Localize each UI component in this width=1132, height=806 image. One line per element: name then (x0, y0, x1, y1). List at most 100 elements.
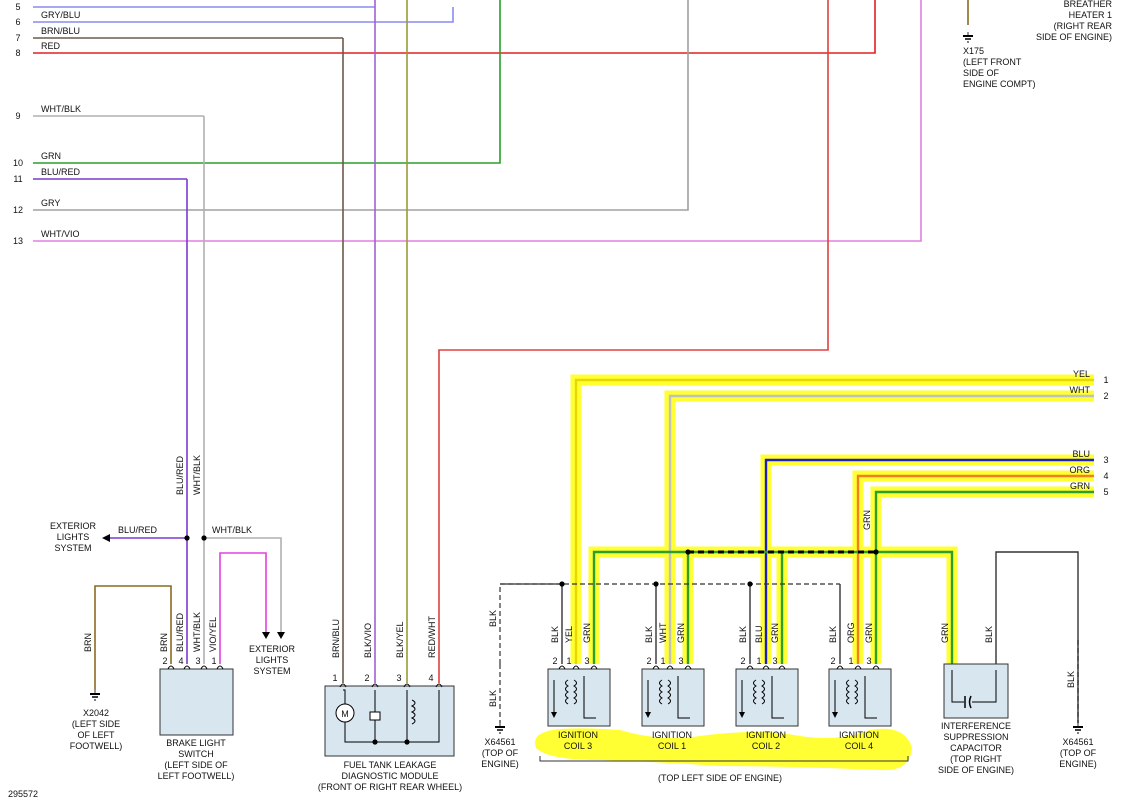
fuel-valve-symbol (369, 711, 381, 721)
text-layer: 56GRY/BLU7BRN/BLU8RED9WHT/BLK10GRN11BLU/… (8, 0, 1112, 799)
hl-yel-circuit (570, 374, 1094, 664)
coil-2-pin-stub-1 (666, 665, 674, 670)
capacitor-label-line-4: SIDE OF ENGINE) (938, 765, 1014, 775)
ext-lights-left-label-line-2: SYSTEM (54, 543, 91, 553)
ground-x2042-label-line-2: OF LEFT (77, 730, 115, 740)
coil-4-pin-stub-0 (836, 665, 844, 670)
coil-4-arrow (832, 712, 838, 718)
coil-3-secondary (761, 679, 765, 705)
ext-lights-arrow-left (102, 534, 110, 542)
coil-2-secondary (667, 679, 671, 705)
ext-lights-left-label-line-1: LIGHTS (57, 532, 90, 542)
coil-4-label-1: IGNITION (839, 730, 879, 740)
capacitor-label-line-3: (TOP RIGHT (950, 754, 1002, 764)
brake-pin-2: 2 (162, 656, 167, 666)
left-pin-num-6: 6 (15, 17, 20, 27)
right-pin-num-1: 1 (1103, 375, 1108, 385)
fuel-pin-4: 4 (428, 673, 433, 683)
ext-lights-arrow-1 (262, 632, 270, 639)
vlabel-wht-blk-upper: WHT/BLK (192, 455, 202, 495)
coil-2-label-1: IGNITION (652, 730, 692, 740)
vlabel-blu-red-upper: BLU/RED (175, 455, 185, 495)
vlabel-cap-grn: GRN (940, 623, 950, 643)
heater-label-line-0: BREATHER (1064, 0, 1113, 9)
right-pin-num-4: 4 (1103, 471, 1108, 481)
right-pin-num-5: 5 (1103, 487, 1108, 497)
vlabel-brn-blu: BRN/BLU (331, 619, 341, 658)
vlabel-blk-ground1-a: BLK (488, 610, 498, 627)
hl-coil-labels (535, 728, 912, 771)
wire-wht-blk-to-ext (204, 537, 282, 632)
ignition-coil-3-body (735, 668, 799, 727)
engine-bracket (539, 756, 909, 762)
left-pin-num-13: 13 (13, 236, 23, 246)
vlabel-blk-yel: BLK/YEL (395, 621, 405, 658)
vlabel-wht-blk-pin: WHT/BLK (192, 612, 202, 652)
left-pin-num-5: 5 (15, 2, 20, 12)
coil-2-pin-stub-0 (652, 665, 660, 670)
ext-lights-left-label-line-0: EXTERIOR (50, 521, 97, 531)
ext-lights-right-label-line-2: SYSTEM (253, 666, 290, 676)
vlabel-blk-ground1-b: BLK (488, 690, 498, 707)
wire-label-pin-12: GRY (41, 198, 60, 208)
left-pin-num-7: 7 (15, 33, 20, 43)
ground-x175-label-line-0: X175 (963, 46, 984, 56)
vlabel-coil2-grn: GRN (770, 623, 780, 643)
fuel-pin-stub-4 (435, 683, 443, 688)
splice-blk-2 (747, 581, 753, 587)
coil-3-pin-0: 2 (740, 656, 745, 666)
ground-x175-label-line-2: SIDE OF (963, 68, 1000, 78)
wire-label-pin-9: WHT/BLK (41, 104, 81, 114)
ground-x2042-label-line-0: X2042 (83, 708, 109, 718)
wire-label-pin-8: RED (41, 41, 61, 51)
vlabel-coil2-blk: BLK (738, 626, 748, 643)
coil-1-arrow (551, 712, 557, 718)
fuel-module-label-line-1: DIAGNOSTIC MODULE (341, 771, 438, 781)
right-wire-label-1: YEL (1073, 369, 1090, 379)
wire-grn-bus (592, 550, 954, 664)
fuel-module-label-line-0: FUEL TANK LEAKAGE (344, 760, 437, 770)
vlabel-coil1-wht: WHT (658, 622, 668, 643)
wire-right-wht (668, 394, 1094, 664)
coil-2-pin-stub-2 (684, 665, 692, 670)
ext-lights-right-label-line-1: LIGHTS (256, 655, 289, 665)
splice-blk-0 (559, 581, 565, 587)
figure-number: 295572 (8, 789, 38, 799)
wire-label-pin-13: WHT/VIO (41, 229, 80, 239)
vlabel-coil1-blk: BLK (644, 626, 654, 643)
coil-1-return (583, 676, 596, 719)
wire-pin-12 (33, 0, 689, 211)
coil-1-pin-stub-2 (590, 665, 598, 670)
fuel-pin-stub-2 (371, 683, 379, 688)
right-pin-num-3: 3 (1103, 455, 1108, 465)
brake-pin-stub-2 (167, 665, 175, 670)
coil-2-pin-1: 1 (660, 656, 665, 666)
vlabel-coil4-org: ORG (846, 622, 856, 643)
fuel-pin-1: 1 (332, 673, 337, 683)
fuel-coil-symbol (410, 699, 416, 725)
vlabel-coil3-grn: GRN (582, 623, 592, 643)
coil-1-label-2: COIL 3 (564, 741, 592, 751)
ignition-coil-1-body (547, 668, 611, 727)
splice-blu-red (184, 535, 190, 541)
fuel-internal-2 (344, 690, 440, 743)
coil-1-pin-2: 3 (584, 656, 589, 666)
capacitor-body (943, 663, 1009, 719)
capacitor-label-line-2: CAPACITOR (950, 743, 1002, 753)
coil-1-secondary (573, 679, 577, 705)
coil-1-pin-stub-0 (558, 665, 566, 670)
fuel-pin-3: 3 (396, 673, 401, 683)
brake-pin-stub-1 (216, 665, 224, 670)
vlabel-coil1-grn: GRN (676, 623, 686, 643)
coil-2-pin-2: 3 (678, 656, 683, 666)
heater-label-line-2: (RIGHT REAR (1054, 21, 1113, 31)
splice-grn-2 (873, 549, 879, 555)
coil-3-label-1: IGNITION (746, 730, 786, 740)
ground-x2042-label-line-3: FOOTWELL) (70, 741, 123, 751)
fuel-internal-dot-0 (372, 739, 378, 745)
wire-right-blu (764, 458, 1094, 664)
splice-blk-1 (653, 581, 659, 587)
fuel-internal-dot-1 (404, 739, 410, 745)
splice-wht-blk (201, 535, 207, 541)
